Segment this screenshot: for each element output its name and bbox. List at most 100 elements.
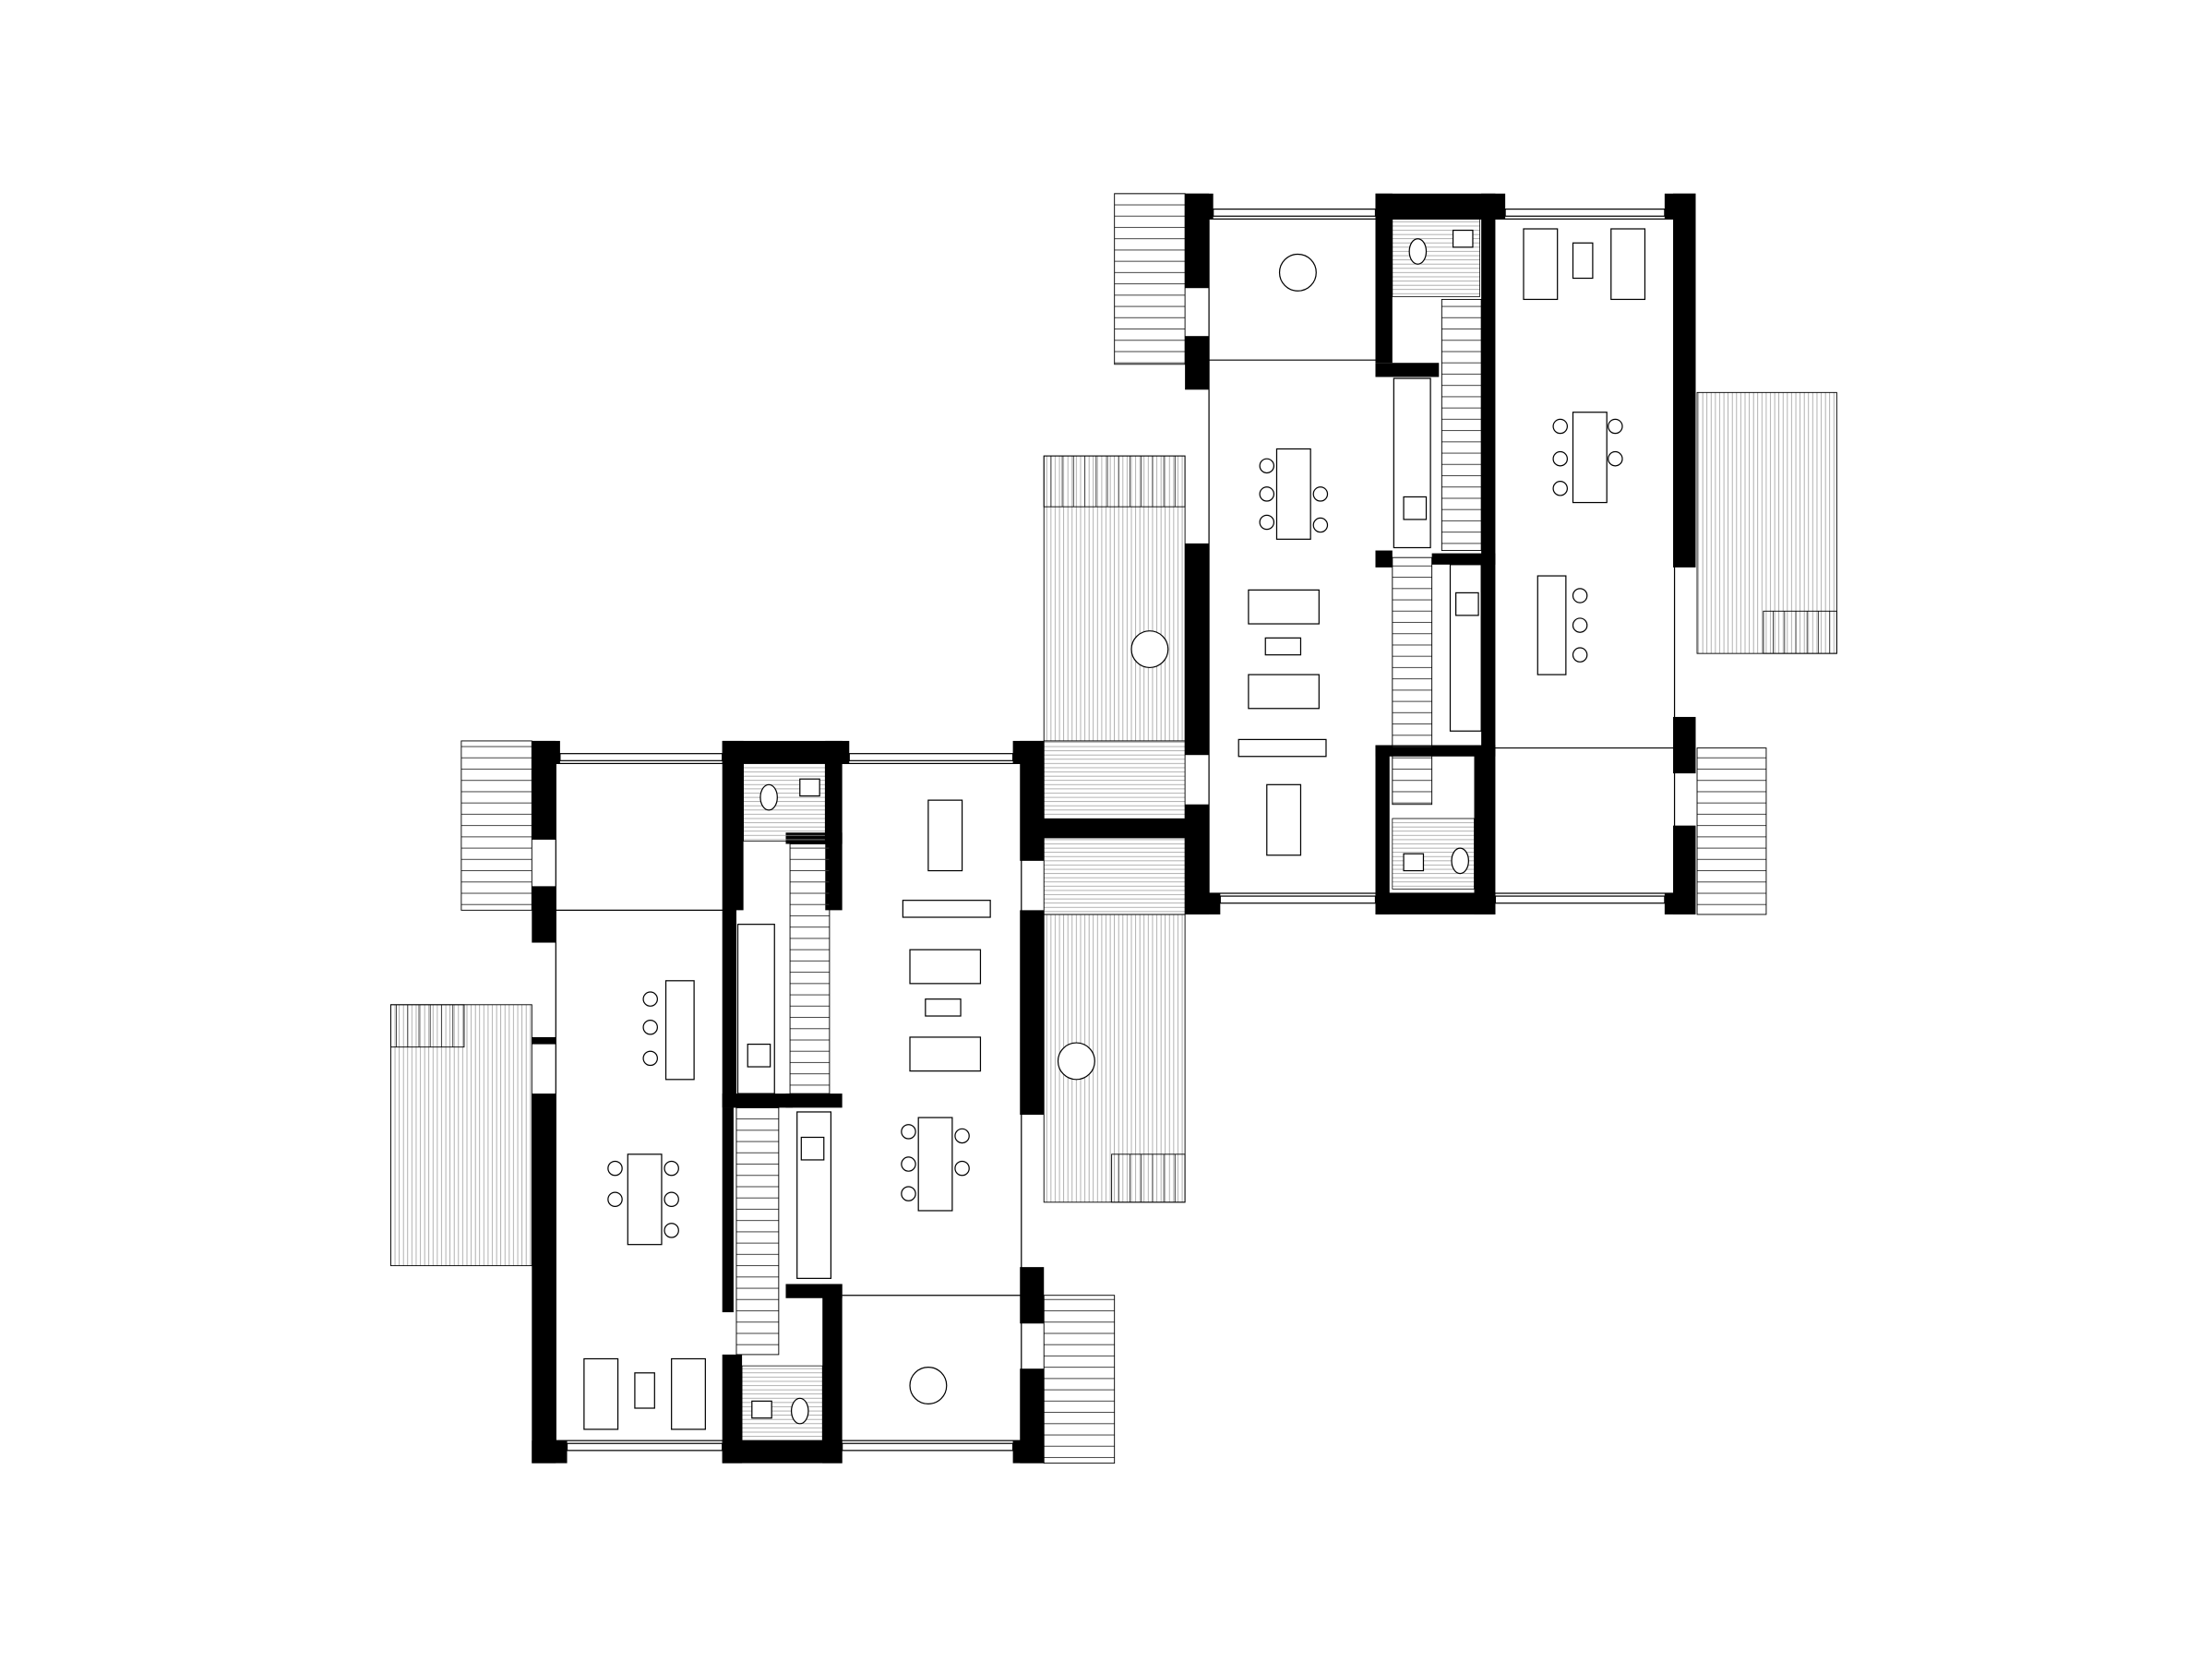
- stool: [1572, 617, 1588, 633]
- coffee-table: [925, 998, 962, 1017]
- window: [566, 1442, 723, 1452]
- window: [1504, 208, 1666, 217]
- stool: [1572, 647, 1588, 663]
- terrace-steps: [389, 1004, 465, 1048]
- bathroom: [743, 763, 826, 842]
- wall: [1185, 193, 1214, 220]
- chair: [954, 1128, 970, 1144]
- wall: [532, 740, 560, 764]
- wall: [532, 1440, 568, 1464]
- coffee-table: [1572, 242, 1594, 280]
- hob: [1455, 592, 1479, 616]
- hob: [1403, 496, 1428, 520]
- chair: [664, 1223, 679, 1238]
- kitchen-island: [1536, 575, 1567, 675]
- core-wall: [722, 1093, 794, 1108]
- core-wall: [1375, 550, 1393, 568]
- dining-table: [627, 1153, 663, 1246]
- wall: [1673, 716, 1696, 774]
- coffee-table: [634, 1372, 655, 1409]
- sideboard: [902, 900, 991, 918]
- wall: [1673, 193, 1696, 568]
- core-wall: [1375, 363, 1440, 377]
- stool: [642, 1050, 658, 1067]
- wall: [1664, 893, 1696, 914]
- sink: [1452, 229, 1474, 248]
- dining-table: [1275, 448, 1311, 540]
- chair: [1259, 514, 1275, 531]
- dining-table: [1572, 412, 1608, 504]
- chair: [607, 1160, 623, 1177]
- round-table: [1130, 630, 1169, 669]
- chair: [1259, 458, 1275, 474]
- hob: [800, 1136, 825, 1161]
- bridge-wall: [1044, 819, 1186, 839]
- wall: [1020, 910, 1045, 1116]
- stair: [735, 1106, 780, 1356]
- upper-right-building: [1043, 193, 1837, 915]
- window: [1213, 208, 1377, 217]
- sofa: [1248, 674, 1320, 710]
- dining-table: [917, 1117, 953, 1212]
- window: [842, 1442, 1014, 1452]
- terrace-steps: [1043, 455, 1186, 508]
- sofa: [671, 1357, 706, 1430]
- wall: [1185, 336, 1210, 390]
- chair: [901, 1124, 916, 1140]
- round-table: [1278, 253, 1317, 292]
- wall: [1375, 893, 1496, 914]
- window: [1219, 895, 1377, 904]
- hob: [747, 1043, 771, 1068]
- kitchen-counter: [1449, 564, 1482, 732]
- sideboard: [1238, 738, 1327, 758]
- terrace-steps: [1111, 1153, 1186, 1203]
- wall: [1185, 893, 1221, 914]
- window: [848, 753, 1014, 761]
- chair: [1552, 481, 1568, 496]
- chair: [901, 1156, 916, 1172]
- core-wall: [1375, 193, 1393, 364]
- wall: [1185, 543, 1210, 756]
- sink: [1403, 853, 1425, 872]
- sofa: [1248, 589, 1320, 625]
- toilet: [759, 783, 778, 811]
- wall: [1020, 740, 1045, 861]
- chair: [1259, 486, 1275, 502]
- sofa: [1610, 228, 1646, 301]
- sofa: [909, 949, 982, 985]
- terrace-deck: [389, 1004, 532, 1267]
- sofa: [1523, 228, 1559, 301]
- chair: [901, 1186, 916, 1201]
- core-wall: [1375, 745, 1390, 914]
- chair: [1608, 418, 1623, 435]
- toilet: [1408, 238, 1428, 265]
- window: [1494, 895, 1666, 904]
- wall: [532, 1093, 556, 1464]
- sofa: [583, 1357, 619, 1430]
- sink: [799, 778, 820, 797]
- round-table: [909, 1367, 948, 1405]
- desk: [1266, 783, 1302, 856]
- core-wall: [822, 1284, 843, 1464]
- terrace-steps: [1114, 193, 1186, 365]
- chair: [1312, 486, 1329, 502]
- kitchen-counter: [1393, 377, 1431, 549]
- sink: [751, 1400, 772, 1419]
- wall: [532, 1036, 556, 1045]
- window: [559, 753, 723, 761]
- wall: [1020, 1267, 1045, 1324]
- stair: [789, 843, 831, 1094]
- stair: [1441, 298, 1482, 552]
- wall: [722, 1440, 843, 1464]
- core-wall: [722, 910, 736, 1108]
- core-wall: [1431, 553, 1496, 565]
- chair: [1608, 450, 1623, 467]
- core-wall: [1474, 745, 1496, 914]
- lower-left-building: [389, 740, 1186, 1464]
- core-wall: [722, 1107, 734, 1313]
- terrace-steps: [1763, 610, 1837, 654]
- wall: [532, 886, 556, 943]
- chair: [1312, 517, 1329, 533]
- chair: [954, 1160, 970, 1177]
- chair: [1552, 450, 1568, 467]
